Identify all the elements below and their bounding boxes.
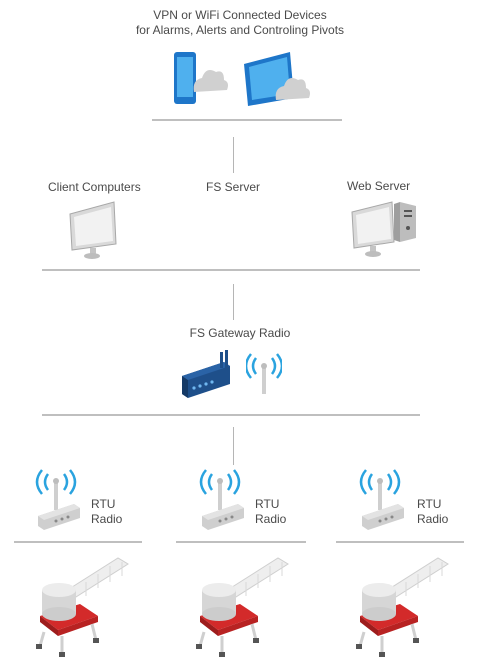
rtu-radio-icon bbox=[199, 469, 244, 530]
rtu-radio-icon bbox=[359, 469, 404, 530]
center-pivot-icon bbox=[356, 557, 449, 657]
fs-server-label: FS Server bbox=[206, 180, 261, 194]
gateway-antenna-icon bbox=[246, 353, 282, 394]
center-pivot-icon bbox=[36, 557, 129, 657]
rtu-label-2: RTU bbox=[255, 497, 280, 511]
connector-top bbox=[233, 137, 234, 173]
tablet-icon bbox=[174, 52, 228, 104]
rtu-divider-3 bbox=[336, 541, 464, 543]
web-server-label: Web Server bbox=[347, 179, 411, 193]
web-server-icon bbox=[351, 201, 416, 257]
top-divider bbox=[152, 119, 342, 121]
rtu-label-3-radio: Radio bbox=[417, 512, 449, 526]
gateway-radio-icon bbox=[182, 350, 230, 398]
rtu-divider-1 bbox=[14, 541, 142, 543]
gateway-label: FS Gateway Radio bbox=[189, 326, 291, 340]
rtu-label-1: RTU bbox=[91, 497, 116, 511]
monitor-icon bbox=[244, 52, 310, 106]
connector-middle bbox=[233, 284, 234, 320]
rtu-label-1-radio: Radio bbox=[91, 512, 123, 526]
rtu-divider-2 bbox=[176, 541, 306, 543]
gateway-divider bbox=[42, 414, 420, 416]
server-divider bbox=[42, 269, 420, 271]
header-line-2: for Alarms, Alerts and Controling Pivots bbox=[135, 23, 345, 37]
rtu-radio-icon bbox=[35, 469, 80, 530]
rtu-label-3: RTU bbox=[417, 497, 442, 511]
connector-bottom bbox=[233, 427, 234, 465]
center-pivot-icon bbox=[196, 557, 289, 657]
rtu-label-2-radio: Radio bbox=[255, 512, 287, 526]
header-line-1: VPN or WiFi Connected Devices bbox=[153, 8, 327, 22]
client-computers-label: Client Computers bbox=[48, 180, 141, 194]
client-computer-icon bbox=[69, 201, 117, 259]
